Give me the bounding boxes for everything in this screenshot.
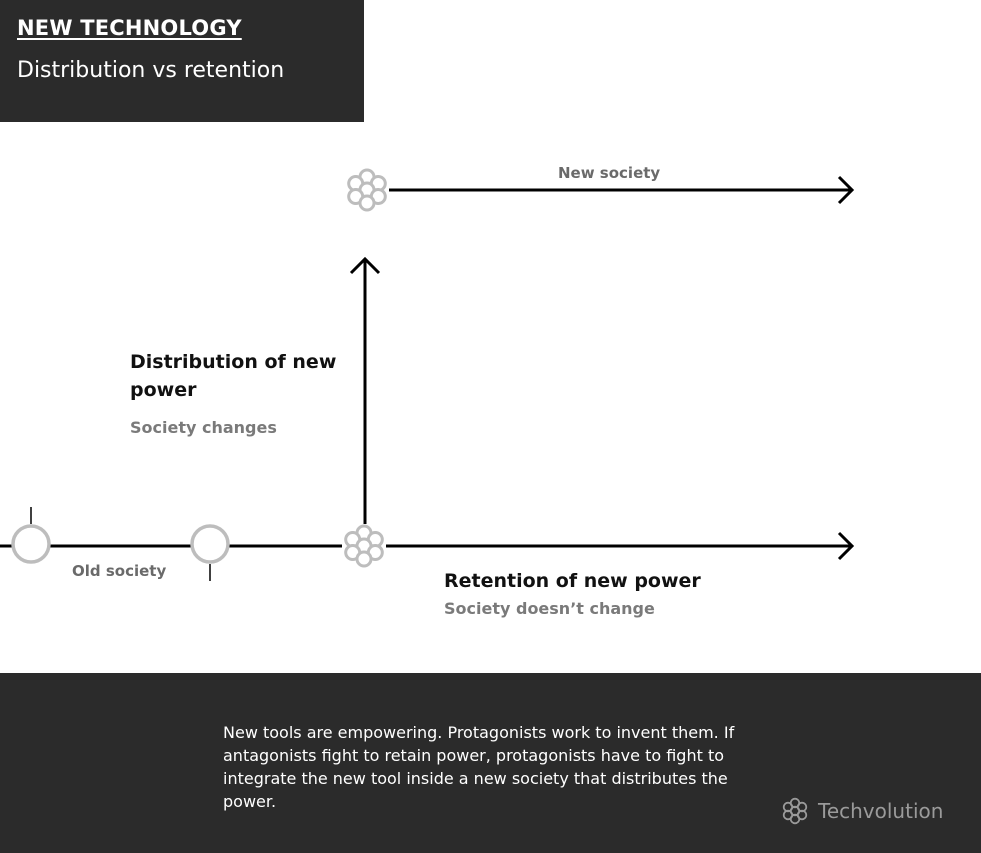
page-title: NEW TECHNOLOGY: [17, 16, 242, 40]
new-society-arrowhead: [837, 175, 855, 205]
distribution-subtitle: Society changes: [130, 418, 277, 437]
footer-description: New tools are empowering. Protagonists w…: [223, 723, 735, 811]
retention-subtitle: Society doesn’t change: [444, 599, 655, 618]
brand-name: Techvolution: [818, 799, 944, 823]
new-society-label: New society: [558, 164, 661, 182]
header-panel: NEW TECHNOLOGY Distribution vs retention: [0, 0, 364, 122]
page-subtitle: Distribution vs retention: [17, 58, 285, 83]
old-society-node-2: [190, 524, 230, 564]
new-society-cluster-icon: [345, 168, 389, 212]
brand-logo: Techvolution: [780, 797, 943, 825]
distribution-arrowhead: [349, 256, 381, 275]
distribution-title: Distribution of new power: [130, 351, 337, 401]
retention-arrowhead: [837, 531, 855, 561]
new-technology-cluster-icon: [342, 524, 386, 568]
diagram-canvas: [0, 168, 855, 581]
flower-cluster-icon: [782, 797, 808, 825]
retention-title: Retention of new power: [444, 570, 701, 592]
old-society-label: Old society: [72, 562, 167, 580]
footer-panel: New tools are empowering. Protagonists w…: [0, 673, 981, 853]
old-society-node-1: [11, 524, 51, 564]
